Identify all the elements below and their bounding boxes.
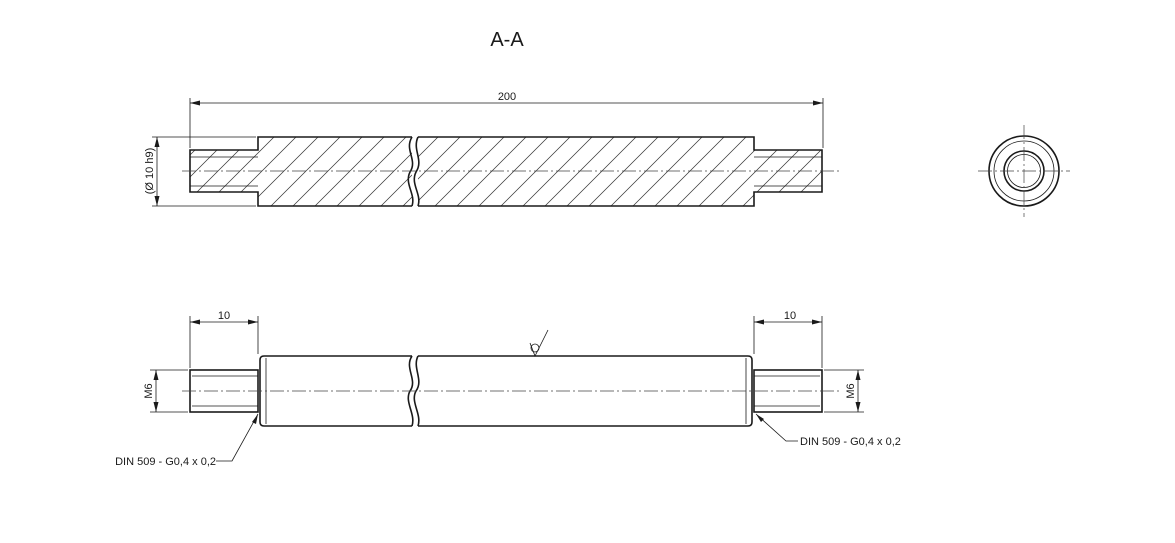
hatching-left: [190, 137, 538, 206]
hatch-line: [190, 137, 231, 206]
hatch-line: [402, 137, 412, 206]
undercut-callout-left: DIN 509 - G0,4 x 0,2: [115, 456, 216, 468]
hatch-line: [190, 137, 253, 206]
shaft-outline-right: [418, 136, 823, 207]
hatch-line: [720, 137, 791, 206]
hatch-line: [358, 137, 412, 206]
dimension-thread-right: M6: [845, 383, 857, 398]
hatch-line: [425, 137, 494, 206]
hatch-line: [853, 137, 922, 206]
hatch-line: [632, 137, 703, 206]
break-line-left: [407, 136, 414, 207]
hatch-line: [248, 137, 319, 206]
break-line-right: [413, 136, 420, 207]
hatch-line: [654, 137, 725, 206]
hatch-line: [336, 137, 407, 206]
hatch-line: [698, 137, 769, 206]
dimension-thread-left: M6: [143, 383, 155, 398]
hatch-line: [544, 137, 615, 206]
hatch-line: [522, 137, 593, 206]
hatch-line: [434, 137, 505, 206]
hatch-line: [875, 137, 944, 206]
hatch-line: [226, 137, 297, 206]
section-title: A-A: [490, 29, 524, 51]
dimension-diameter: (Ø 10 h9): [144, 148, 156, 194]
hatch-line: [610, 137, 681, 206]
hatching-right: [347, 137, 944, 206]
hatch-line: [588, 137, 659, 206]
hatch-line: [808, 137, 822, 206]
hatch-line: [380, 137, 412, 206]
hatch-line: [500, 137, 571, 206]
hatch-line: [447, 137, 516, 206]
hatch-line: [270, 137, 341, 206]
surface-finish-symbol: [529, 329, 549, 357]
hatch-line: [831, 137, 900, 206]
undercut-callout-right: DIN 509 - G0,4 x 0,2: [800, 436, 901, 448]
hatch-line: [292, 137, 363, 206]
hatch-line: [456, 137, 527, 206]
dimension-thread-length-right: 10: [784, 310, 796, 322]
section-view: 200 (Ø 10 h9): [144, 91, 944, 207]
hatch-line: [764, 137, 822, 206]
hatch-line: [418, 137, 483, 206]
hatch-line: [204, 137, 275, 206]
hatch-line: [418, 137, 461, 206]
side-view: 10 10 M6 M6 DIN 509 - G0,4 x 0,2 DIN 509…: [115, 310, 901, 468]
hatch-line: [676, 137, 747, 206]
dimension-thread-length-left: 10: [218, 310, 230, 322]
hatch-line: [469, 137, 538, 206]
hatch-line: [347, 137, 416, 206]
hatch-line: [478, 137, 549, 206]
dimension-overall-length: 200: [498, 91, 516, 103]
end-view: [978, 125, 1070, 217]
hatch-line: [566, 137, 637, 206]
shaft-outline-left: [189, 136, 412, 207]
hatch-line: [314, 137, 385, 206]
hatch-line: [418, 137, 439, 206]
